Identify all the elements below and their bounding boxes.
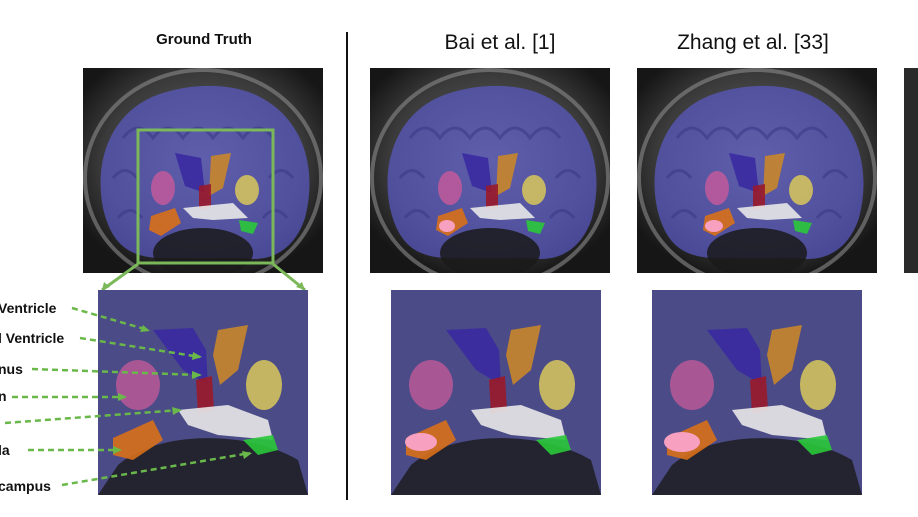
label-lateral-ventricle: Ventricle (0, 300, 57, 316)
bai-title: Bai et al. [1] (444, 31, 556, 54)
label-amygdala: la (0, 442, 10, 458)
zoom-connector-lines (101, 262, 306, 292)
label-third-ventricle: l Ventricle (0, 330, 65, 346)
label-thalamus: nus (0, 361, 23, 377)
zhang-zoom-image (652, 290, 862, 495)
label-pointer-arrows (4, 306, 252, 487)
label-caudate: n (0, 388, 7, 404)
next-column-image (904, 68, 918, 273)
label-hippocampus: campus (0, 478, 51, 494)
ground-truth-title: Ground Truth (156, 31, 252, 48)
bai-full-image (370, 68, 610, 273)
bai-zoom-image (391, 290, 601, 495)
zhang-full-image (637, 68, 877, 273)
column-divider (346, 32, 348, 500)
ground-truth-full-image (83, 68, 323, 273)
zoom-box (136, 128, 275, 265)
zhang-title: Zhang et al. [33] (677, 31, 829, 54)
